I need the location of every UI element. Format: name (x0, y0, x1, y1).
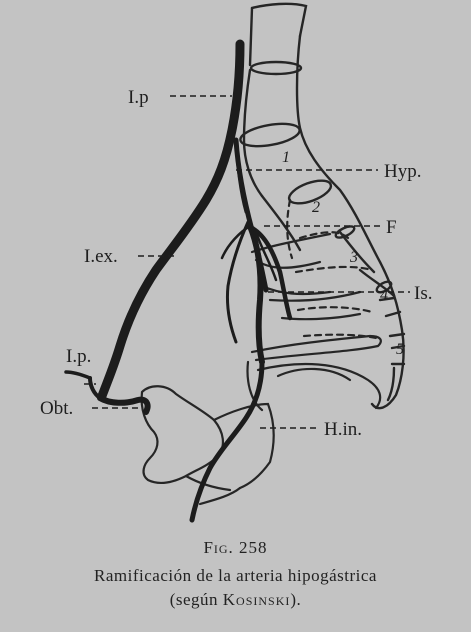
label-hin: H.in. (324, 419, 362, 440)
caption-source-suffix: ). (290, 590, 302, 609)
label-ip-bottom: I.p. (66, 346, 91, 367)
segment-number-5: 5 (396, 341, 404, 358)
caption-source: (según Kosinski). (0, 590, 471, 610)
label-obt: Obt. (40, 398, 73, 419)
caption-author: Kosinski (222, 590, 291, 609)
hypogastric-trunk-outline (239, 2, 406, 410)
label-iex: I.ex. (84, 246, 118, 267)
label-ip-top: I.p (128, 87, 149, 108)
segment-number-1: 1 (282, 149, 290, 166)
caption-title: Ramificación de la arteria hipogástrica (94, 566, 377, 585)
segment-number-2: 2 (312, 199, 320, 216)
segment-number-3: 3 (349, 249, 358, 266)
label-hyp: Hyp. (384, 161, 421, 182)
segment-number-4: 4 (380, 287, 388, 304)
figure-number: Fig. 258 (203, 538, 268, 557)
artery-diagram: I.p Hyp. F I.ex. Is. I.p. Obt. H.in. 1 2… (40, 2, 432, 523)
caption-source-prefix: (según (169, 590, 223, 609)
pelvic-structures (140, 198, 382, 506)
leader-lines (84, 95, 410, 429)
label-f: F (386, 217, 397, 238)
iliac-artery (64, 39, 293, 523)
label-is: Is. (414, 283, 432, 304)
